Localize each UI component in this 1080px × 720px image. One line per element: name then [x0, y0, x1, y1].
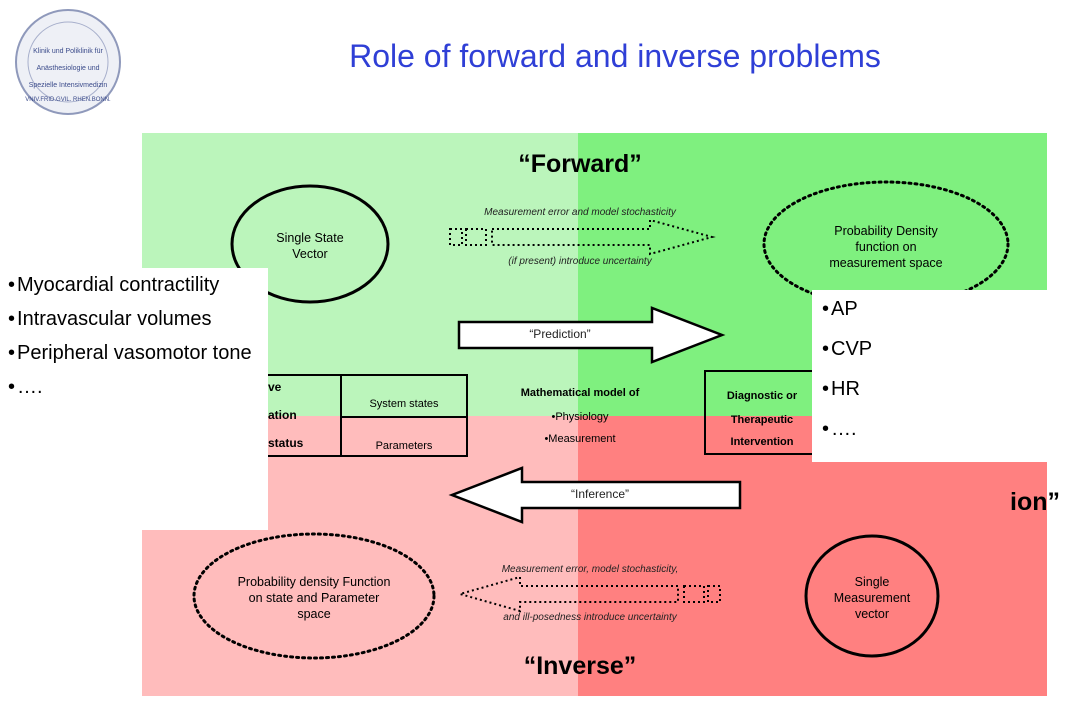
pdf-state-ellipse	[192, 532, 436, 660]
pdf-measurement-label: Probability Density function on measurem…	[829, 224, 943, 270]
box-divider-horizontal	[342, 416, 466, 418]
seal-motto: VNIV.FRID.GVIL. RHEN.BONN.	[25, 97, 111, 103]
measurement-examples-panel: •AP •CVP •HR •….	[812, 290, 1048, 462]
seal-line-3: Spezielle Intensivmedizin	[28, 82, 108, 89]
pdf-state-label: Probability density Function on state an…	[237, 575, 391, 621]
prediction-label: “Prediction”	[529, 327, 591, 341]
model-item-measurement: •Measurement	[544, 433, 616, 445]
pdf-measurement-ellipse	[762, 180, 1010, 308]
box-label-line-1: ve	[268, 380, 282, 394]
model-item-physiology: •Physiology	[551, 411, 609, 423]
state-examples-panel: •Myocardial contractility •Intravascular…	[0, 268, 268, 530]
intervention-box: Diagnostic or Therapeutic Intervention	[704, 370, 816, 455]
box-label-line-3: status	[268, 436, 304, 450]
intervention-line-2: Therapeutic	[730, 414, 794, 426]
inference-label: “Inference”	[570, 487, 630, 501]
measurement-examples-list: •AP •CVP •HR •….	[822, 296, 1032, 456]
list-item: •….	[8, 376, 43, 398]
state-vector-label: Single State Vector	[276, 231, 344, 261]
list-item: •Peripheral vasomotor tone	[8, 342, 252, 364]
uncertainty-arrow-bottom	[456, 575, 721, 613]
list-item: •Intravascular volumes	[8, 308, 212, 330]
top-caption-2: (if present) introduce uncertainty	[508, 256, 652, 267]
inverse-quadrant-right	[578, 416, 1047, 696]
inference-arrow	[448, 466, 742, 524]
list-item: •….	[822, 418, 857, 440]
box-divider-vertical	[340, 376, 342, 455]
state-examples-list: •Myocardial contractility •Intravascular…	[8, 274, 260, 410]
intervention-line-1: Diagnostic or	[726, 390, 798, 402]
parameters-label: Parameters	[375, 440, 433, 452]
list-item: •Myocardial contractility	[8, 274, 220, 296]
seal-line-2: Anästhesiologie und	[36, 65, 100, 72]
list-item: •AP	[822, 298, 858, 320]
model-heading: Mathematical model of	[520, 387, 640, 399]
box-label-line-2: ation	[268, 408, 297, 422]
bottom-caption-1: Measurement error, model stochasticity,	[501, 564, 679, 575]
top-caption-1: Measurement error and model stochasticit…	[484, 207, 676, 218]
right-partial-label: ion”	[1010, 488, 1060, 516]
measurement-vector-ellipse	[804, 534, 940, 658]
inverse-label: “Inverse”	[523, 652, 637, 680]
bottom-caption-2: and ill-posedness introduce uncertainty	[503, 612, 677, 623]
state-parameter-box: System states Parameters ve ation status	[240, 374, 468, 457]
page-title: Role of forward and inverse problems	[349, 38, 881, 74]
uncertainty-arrow-top	[449, 218, 716, 256]
seal-icon	[15, 9, 121, 115]
list-item: •CVP	[822, 338, 873, 360]
intervention-line-3: Intervention	[730, 436, 794, 448]
university-seal-logo: Klinik und Poliklinik für Anästhesiologi…	[14, 8, 122, 116]
state-vector-ellipse	[230, 184, 390, 304]
measurement-vector-label: Single Measurement vector	[833, 575, 911, 621]
system-states-label: System states	[369, 398, 439, 410]
forward-label: “Forward”	[518, 150, 642, 178]
prediction-arrow	[457, 306, 726, 364]
seal-line-1: Klinik und Poliklinik für	[33, 48, 103, 55]
list-item: •HR	[822, 378, 860, 400]
